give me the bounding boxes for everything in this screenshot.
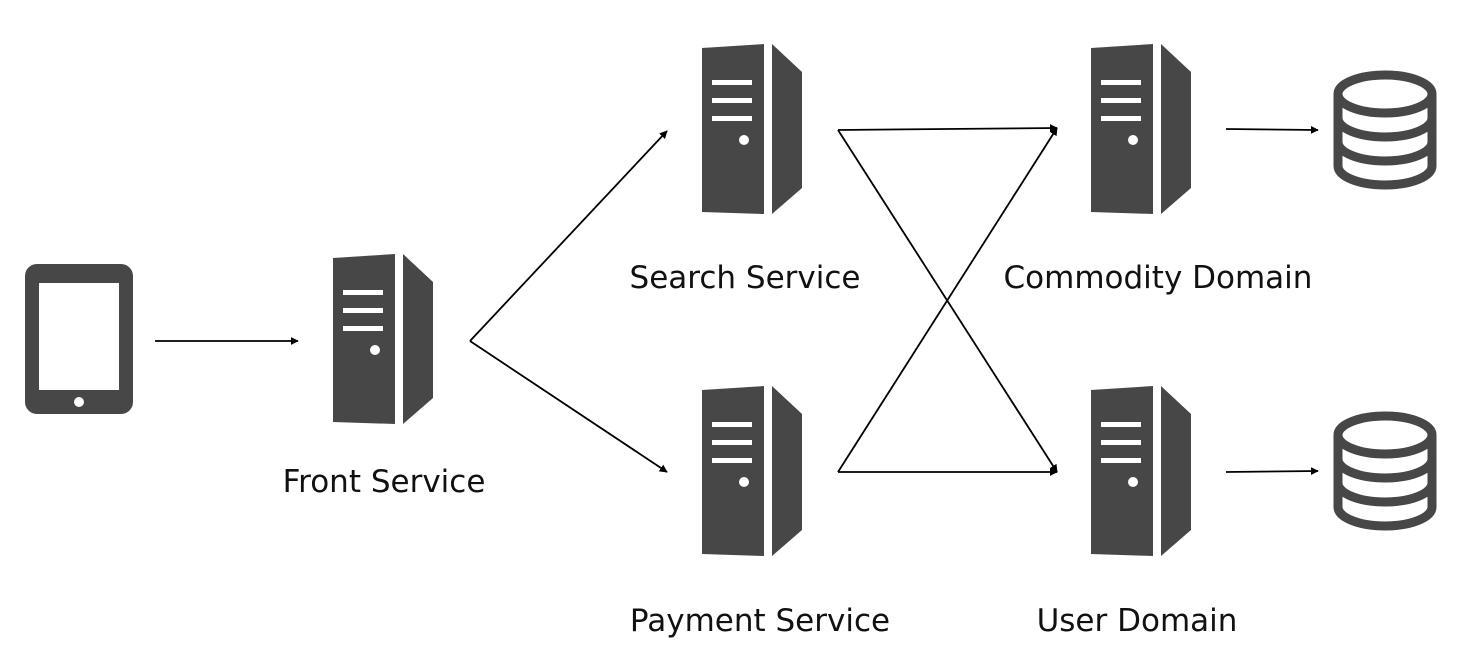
front-service-label: Front Service [283,464,486,500]
payment-service-node: Payment Service [630,386,890,639]
user-database-node [1338,416,1432,526]
server-icon [333,254,433,424]
server-icon [702,386,802,556]
edges [155,124,1319,476]
server-icon [1091,386,1191,556]
tablet-icon [25,264,133,414]
edge-search-commodity [837,124,1058,133]
front-service-node: Front Service [283,254,486,500]
search-service-label: Search Service [630,260,861,296]
database-icon [1338,416,1432,526]
payment-service-label: Payment Service [630,603,890,639]
edge-front-search [469,130,668,342]
edge-payment-commodity [837,127,1058,473]
server-icon [702,44,802,214]
commodity-database-node [1338,75,1432,185]
edge-user-db [1225,467,1319,476]
database-icon [1338,75,1432,185]
client-node [25,264,133,414]
commodity-domain-label: Commodity Domain [1004,260,1313,296]
server-icon [1091,44,1191,214]
edge-commodity-db [1225,125,1319,134]
edge-front-payment [469,340,668,473]
search-service-node: Search Service [630,44,861,296]
commodity-domain-node: Commodity Domain [1004,44,1313,296]
user-domain-node: User Domain [1037,386,1238,639]
user-domain-label: User Domain [1037,603,1238,639]
